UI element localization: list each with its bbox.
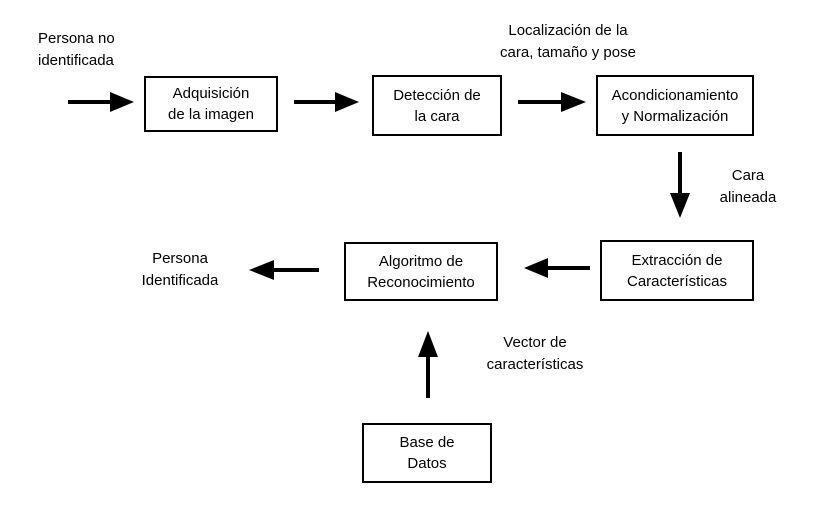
arrow-extraction-to-algorithm bbox=[524, 258, 590, 278]
acquisition-box-label: Adquisición de la imagen bbox=[168, 85, 254, 123]
acquisition-box: Adquisición de la imagen bbox=[144, 76, 278, 132]
localization-label: Localización de la cara, tamaño y pose bbox=[500, 22, 636, 61]
arrow-algorithm-to-output bbox=[249, 260, 319, 280]
extraction-box-label: Extracción de Características bbox=[626, 251, 728, 290]
algorithm-box: Algoritmo de Reconocimiento bbox=[344, 242, 498, 301]
detection-box-label: Detección de la cara bbox=[393, 86, 481, 125]
output-label: Persona Identificada bbox=[141, 250, 219, 289]
features-vector-label: Vector de características bbox=[486, 334, 584, 373]
extraction-box: Extracción de Características bbox=[600, 240, 754, 301]
conditioning-box-label: Acondicionamiento y Normalización bbox=[611, 86, 739, 125]
arrow-database-to-algorithm bbox=[418, 331, 438, 398]
aligned-label: Cara alineada bbox=[719, 167, 777, 206]
arrow-conditioning-to-extraction bbox=[670, 152, 690, 218]
arrow-acquisition-to-detection bbox=[294, 92, 359, 112]
database-box: Base de Datos bbox=[362, 423, 492, 483]
database-box-label: Base de Datos bbox=[399, 434, 455, 472]
detection-box: Detección de la cara bbox=[372, 75, 502, 136]
input-label: Persona no identificada bbox=[38, 30, 115, 69]
arrow-detection-to-conditioning bbox=[518, 92, 586, 112]
arrow-input-to-acquisition bbox=[68, 92, 134, 112]
algorithm-box-label: Algoritmo de Reconocimiento bbox=[367, 252, 475, 291]
conditioning-box: Acondicionamiento y Normalización bbox=[596, 75, 754, 136]
